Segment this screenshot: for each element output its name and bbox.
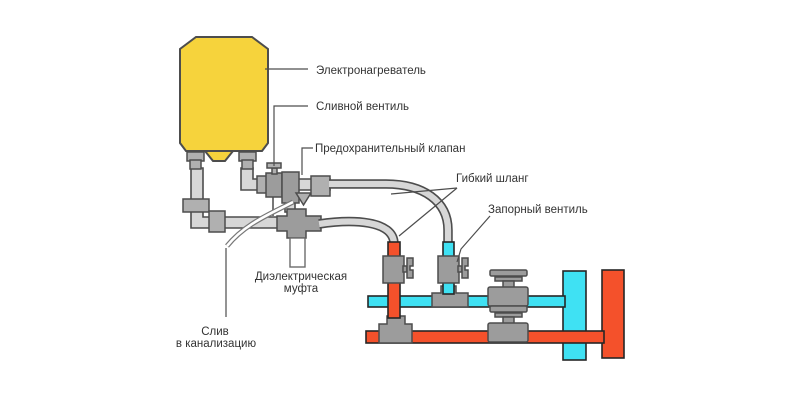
- label-drain-valve: Сливной вентиль: [316, 101, 409, 113]
- label-shutoff-valve: Запорный вентиль: [488, 204, 588, 216]
- leader-drain-valve: [273, 105, 308, 166]
- hot-branch-pipe: [387, 281, 401, 319]
- ball-valve-cold: [437, 255, 469, 284]
- leader-hose-lower: [398, 187, 458, 237]
- label-sewer-line2: в канализацию: [176, 338, 257, 350]
- flexible-hose-hot: [318, 216, 399, 245]
- label-flexible-hose: Гибкий шланг: [456, 173, 529, 185]
- gate-valve-hot: [487, 305, 529, 343]
- discharge-tube: [225, 199, 295, 248]
- flexible-hose-cold: [329, 179, 453, 244]
- tank-left-port: [186, 151, 205, 170]
- hot-tee-fitting: [378, 315, 413, 344]
- hot-supply-pipe: [365, 330, 605, 344]
- dielectric-coupling: [289, 237, 306, 268]
- leader-shutoff-valve: [456, 215, 491, 263]
- cross-fitting: [276, 208, 322, 239]
- ball-valve-hot: [382, 255, 414, 284]
- pipe-coupling-horizontal: [208, 210, 226, 233]
- tank-bottom-cap: [202, 150, 236, 162]
- cold-tee-fitting: [431, 285, 469, 308]
- label-heater: Электронагреватель: [316, 65, 426, 77]
- pipe-coupling-vertical: [182, 198, 210, 213]
- label-dielectric-line1: Диэлектрическая: [255, 271, 347, 283]
- cold-branch-pipe: [442, 281, 455, 295]
- label-dielectric-line2: муфта: [284, 283, 319, 295]
- safety-valve-outlet-arrow: [294, 192, 313, 207]
- water-heater-tank: [179, 36, 269, 152]
- cold-riser: [562, 270, 587, 361]
- hot-riser: [601, 269, 625, 359]
- leader-hose-upper: [390, 187, 458, 195]
- drain-valve: [265, 162, 283, 198]
- hose-union-fitting: [310, 175, 331, 197]
- label-sewer-line1: Слив: [201, 326, 229, 338]
- tank-right-port: [238, 151, 257, 170]
- gate-valve-cold: [487, 269, 529, 307]
- label-safety-valve: Предохранительный клапан: [315, 143, 465, 155]
- leader-safety-valve: [301, 147, 313, 175]
